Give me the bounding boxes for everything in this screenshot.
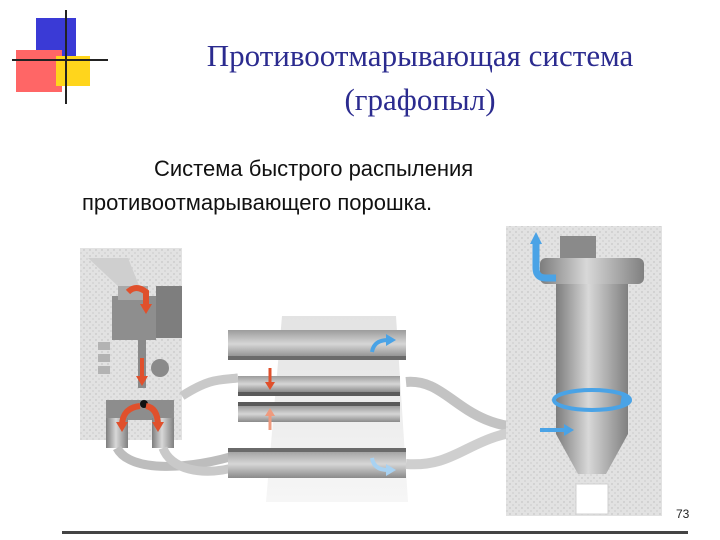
powder-unit-icon [80,248,182,448]
slide-number: 73 [676,507,690,521]
slide-body: Система быстрого распыления противоотмар… [82,152,642,220]
red-arrow-icon [136,376,148,386]
powder-hose [179,373,239,400]
blue-arrow-icon [552,388,632,412]
red-arrow-icon [265,408,275,416]
body-line-1: Система быстрого распыления [154,156,474,181]
title-line-1: Противоотмарывающая система [206,38,634,73]
corner-decoration-icon [12,10,108,104]
blue-arrow-icon [530,232,542,244]
blue-arrow-icon [532,242,556,282]
red-arrow-icon [152,422,164,432]
blue-arrow-icon [370,338,389,353]
red-arrow-icon [265,382,275,390]
red-arrow-icon [140,304,152,314]
powder-spray-system-diagram [80,226,662,516]
cyclone-separator-icon [506,226,662,516]
blue-arrow-icon [386,334,396,346]
bottom-divider [62,531,688,534]
blue-arrow-icon [386,464,396,476]
body-line-2: противоотмарывающего порошка. [82,190,433,215]
blue-arrow-icon [370,457,389,472]
blue-arrow-icon [564,424,574,436]
nozzle-bar-icon [228,330,406,478]
slide-title: Противоотмарывающая система (графопыл) [120,34,720,122]
powder-hose [113,445,242,471]
red-arrow-icon [125,285,149,306]
deco-red-square [16,50,62,92]
red-arrow-icon [116,422,128,432]
blue-arrow-icon [620,394,632,406]
title-line-2: (графопыл) [344,82,496,117]
